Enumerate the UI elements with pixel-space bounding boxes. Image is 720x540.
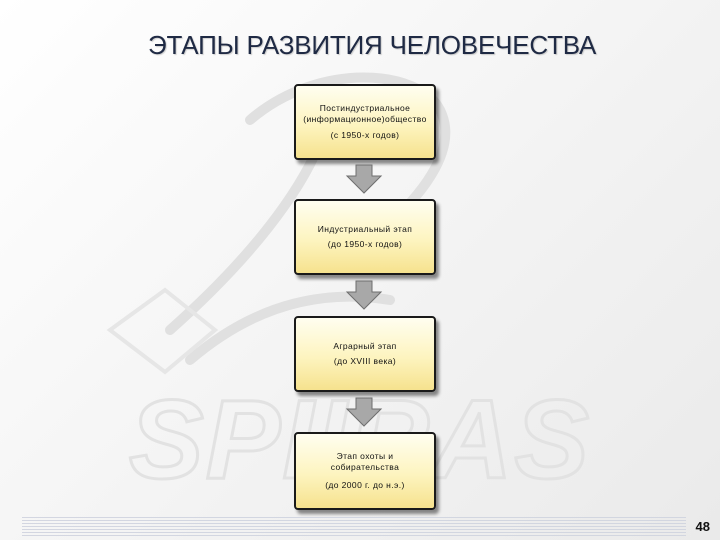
stage-box-postindustrial: Постиндустриальное (информационное)общес… xyxy=(294,84,436,160)
stage-dates: (до 2000 г. до н.э.) xyxy=(325,479,405,490)
slide-title: ЭТАПЫ РАЗВИТИЯ ЧЕЛОВЕЧЕСТВА xyxy=(148,30,597,60)
down-arrow-icon xyxy=(345,164,383,194)
stage-box-agrarian: Аграрный этап (до XVIII века) xyxy=(294,316,436,392)
stage-label-line: Постиндустриальное xyxy=(319,103,411,114)
stage-dates: (с 1950-х годов) xyxy=(330,129,400,140)
stage-label-line: (информационное)общество xyxy=(303,114,427,125)
down-arrow-icon xyxy=(345,397,383,427)
stage-label-line: собирательства xyxy=(330,462,400,473)
footer-decorative-lines xyxy=(22,517,686,537)
down-arrow-icon xyxy=(345,280,383,310)
stage-label-line: Этап охоты и xyxy=(336,451,394,462)
page-number: 48 xyxy=(695,519,710,534)
stage-dates: (до 1950-х годов) xyxy=(327,239,403,249)
stage-dates: (до XVIII века) xyxy=(333,356,397,366)
watermark-star xyxy=(106,287,219,375)
stage-label-line: Индустриальный этап xyxy=(317,223,413,234)
stage-label-line: Аграрный этап xyxy=(333,340,397,351)
stage-box-industrial: Индустриальный этап (до 1950-х годов) xyxy=(294,199,436,275)
stage-box-hunting-gathering: Этап охоты и собирательства (до 2000 г. … xyxy=(294,432,436,510)
